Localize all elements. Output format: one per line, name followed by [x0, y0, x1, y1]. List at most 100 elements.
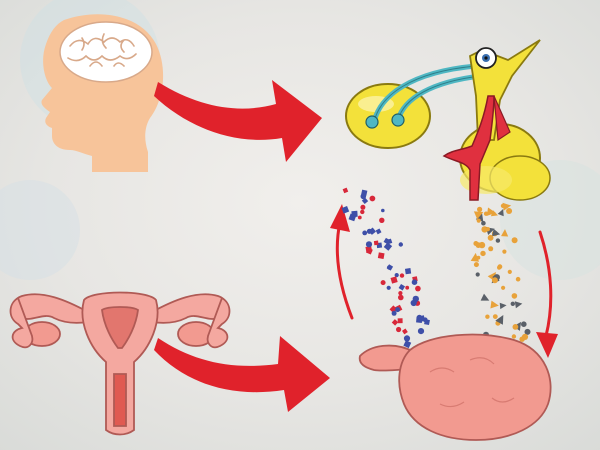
hormone-particle — [394, 273, 399, 278]
hormone-particle — [511, 334, 517, 339]
hormone-particle — [398, 242, 403, 247]
hormone-particle — [488, 246, 494, 252]
hormone-particle — [351, 210, 358, 218]
hormone-particle — [415, 285, 421, 292]
hormone-particle — [501, 285, 506, 290]
hormone-particle — [381, 208, 385, 213]
hormone-particle — [510, 301, 515, 306]
hormone-particle — [512, 324, 519, 330]
hormone-particle — [383, 242, 393, 251]
hormone-particle — [379, 217, 385, 223]
hormone-particle — [524, 328, 531, 335]
hormone-particle — [401, 328, 408, 335]
hormone-particle — [365, 247, 373, 255]
background-blur-blob — [0, 180, 80, 280]
hormone-particle — [511, 237, 518, 244]
hormone-particle — [481, 220, 486, 226]
hormone-particle — [380, 280, 386, 286]
hormone-particle — [514, 301, 523, 309]
hormone-particle — [369, 195, 376, 202]
arrow-pituitary-to-ovary — [536, 230, 558, 358]
hormone-particle — [491, 277, 498, 284]
hormone-particle — [403, 335, 411, 342]
hormone-particle — [506, 208, 513, 214]
uterine-cavity — [101, 306, 139, 349]
hormone-particle — [391, 310, 397, 316]
hormone-particles-pituitary — [470, 202, 531, 342]
neuron-fibers — [371, 63, 483, 125]
hormone-particle — [490, 300, 499, 309]
hormone-particle — [483, 211, 489, 216]
hormone-particle — [362, 230, 368, 236]
hormone-particle — [499, 302, 507, 310]
hormone-particle — [495, 238, 501, 243]
hormone-particle — [398, 283, 406, 291]
brain-icon — [59, 21, 153, 83]
hormone-particle — [391, 319, 399, 326]
blood-vessel — [442, 95, 511, 201]
hormone-particle — [373, 240, 379, 246]
hormone-particle — [476, 218, 481, 223]
hormone-particle — [405, 285, 410, 290]
arrow-uterus-to-ovary — [154, 336, 330, 412]
uterus-icon — [9, 291, 231, 436]
hormone-particle — [491, 228, 501, 237]
ovary-texture — [429, 357, 515, 408]
hormone-particle — [486, 207, 496, 216]
hormone-particle — [410, 299, 417, 307]
hormone-particle — [342, 187, 349, 194]
uterus-body — [81, 291, 159, 436]
hormone-particle — [360, 209, 365, 215]
hormone-particle — [485, 314, 490, 319]
vaginal-canal — [113, 373, 127, 427]
hormone-particle — [424, 319, 430, 326]
hormone-particle — [397, 318, 403, 324]
hormone-particle — [495, 315, 504, 325]
hormone-particle — [480, 250, 486, 257]
hormone-particle — [492, 314, 498, 319]
hormone-particle — [418, 315, 426, 323]
hormone-particle — [404, 268, 412, 275]
hormone-particle — [485, 227, 490, 232]
hormone-particle — [411, 279, 418, 286]
hormone-particle — [497, 208, 504, 217]
hormone-particle — [360, 204, 366, 210]
fimbriae-right — [206, 296, 231, 349]
fimbriae-left — [9, 296, 34, 349]
pituitary-gland-icon — [345, 39, 551, 201]
hormone-particle — [480, 293, 490, 301]
hormone-particle — [477, 206, 483, 212]
hormone-particle — [501, 229, 509, 237]
hormone-particle — [470, 252, 480, 262]
hormone-particle — [399, 273, 405, 278]
hormone-particle — [360, 193, 367, 200]
hormone-particle — [396, 326, 402, 333]
hormone-particle — [357, 215, 362, 220]
hormone-particle — [365, 241, 373, 248]
hormone-particle — [341, 206, 350, 214]
hormone-particle — [502, 202, 512, 211]
hormone-particle — [515, 276, 521, 282]
hormone-particle — [403, 340, 412, 349]
hormone-particle — [473, 262, 479, 268]
hormone-particle — [390, 276, 398, 284]
arrow-brain-to-pituitary — [154, 80, 322, 162]
hormone-particle — [398, 294, 404, 301]
hormone-particle — [502, 249, 507, 254]
hormone-particle — [377, 252, 385, 260]
hormone-particle — [386, 238, 393, 245]
ovary-body — [398, 333, 552, 441]
hormone-particle — [521, 333, 529, 340]
hormone-particle — [478, 241, 486, 249]
head-brain-icon — [41, 14, 164, 172]
hormone-particle — [511, 293, 518, 299]
hormone-particle — [490, 210, 499, 217]
hormone-particle — [473, 211, 484, 220]
arrow-ovary-to-pituitary — [330, 204, 354, 320]
hormone-particle — [368, 227, 376, 235]
hormone-particle — [475, 272, 480, 277]
hormone-particle — [487, 234, 494, 241]
hormone-particle — [398, 291, 403, 296]
